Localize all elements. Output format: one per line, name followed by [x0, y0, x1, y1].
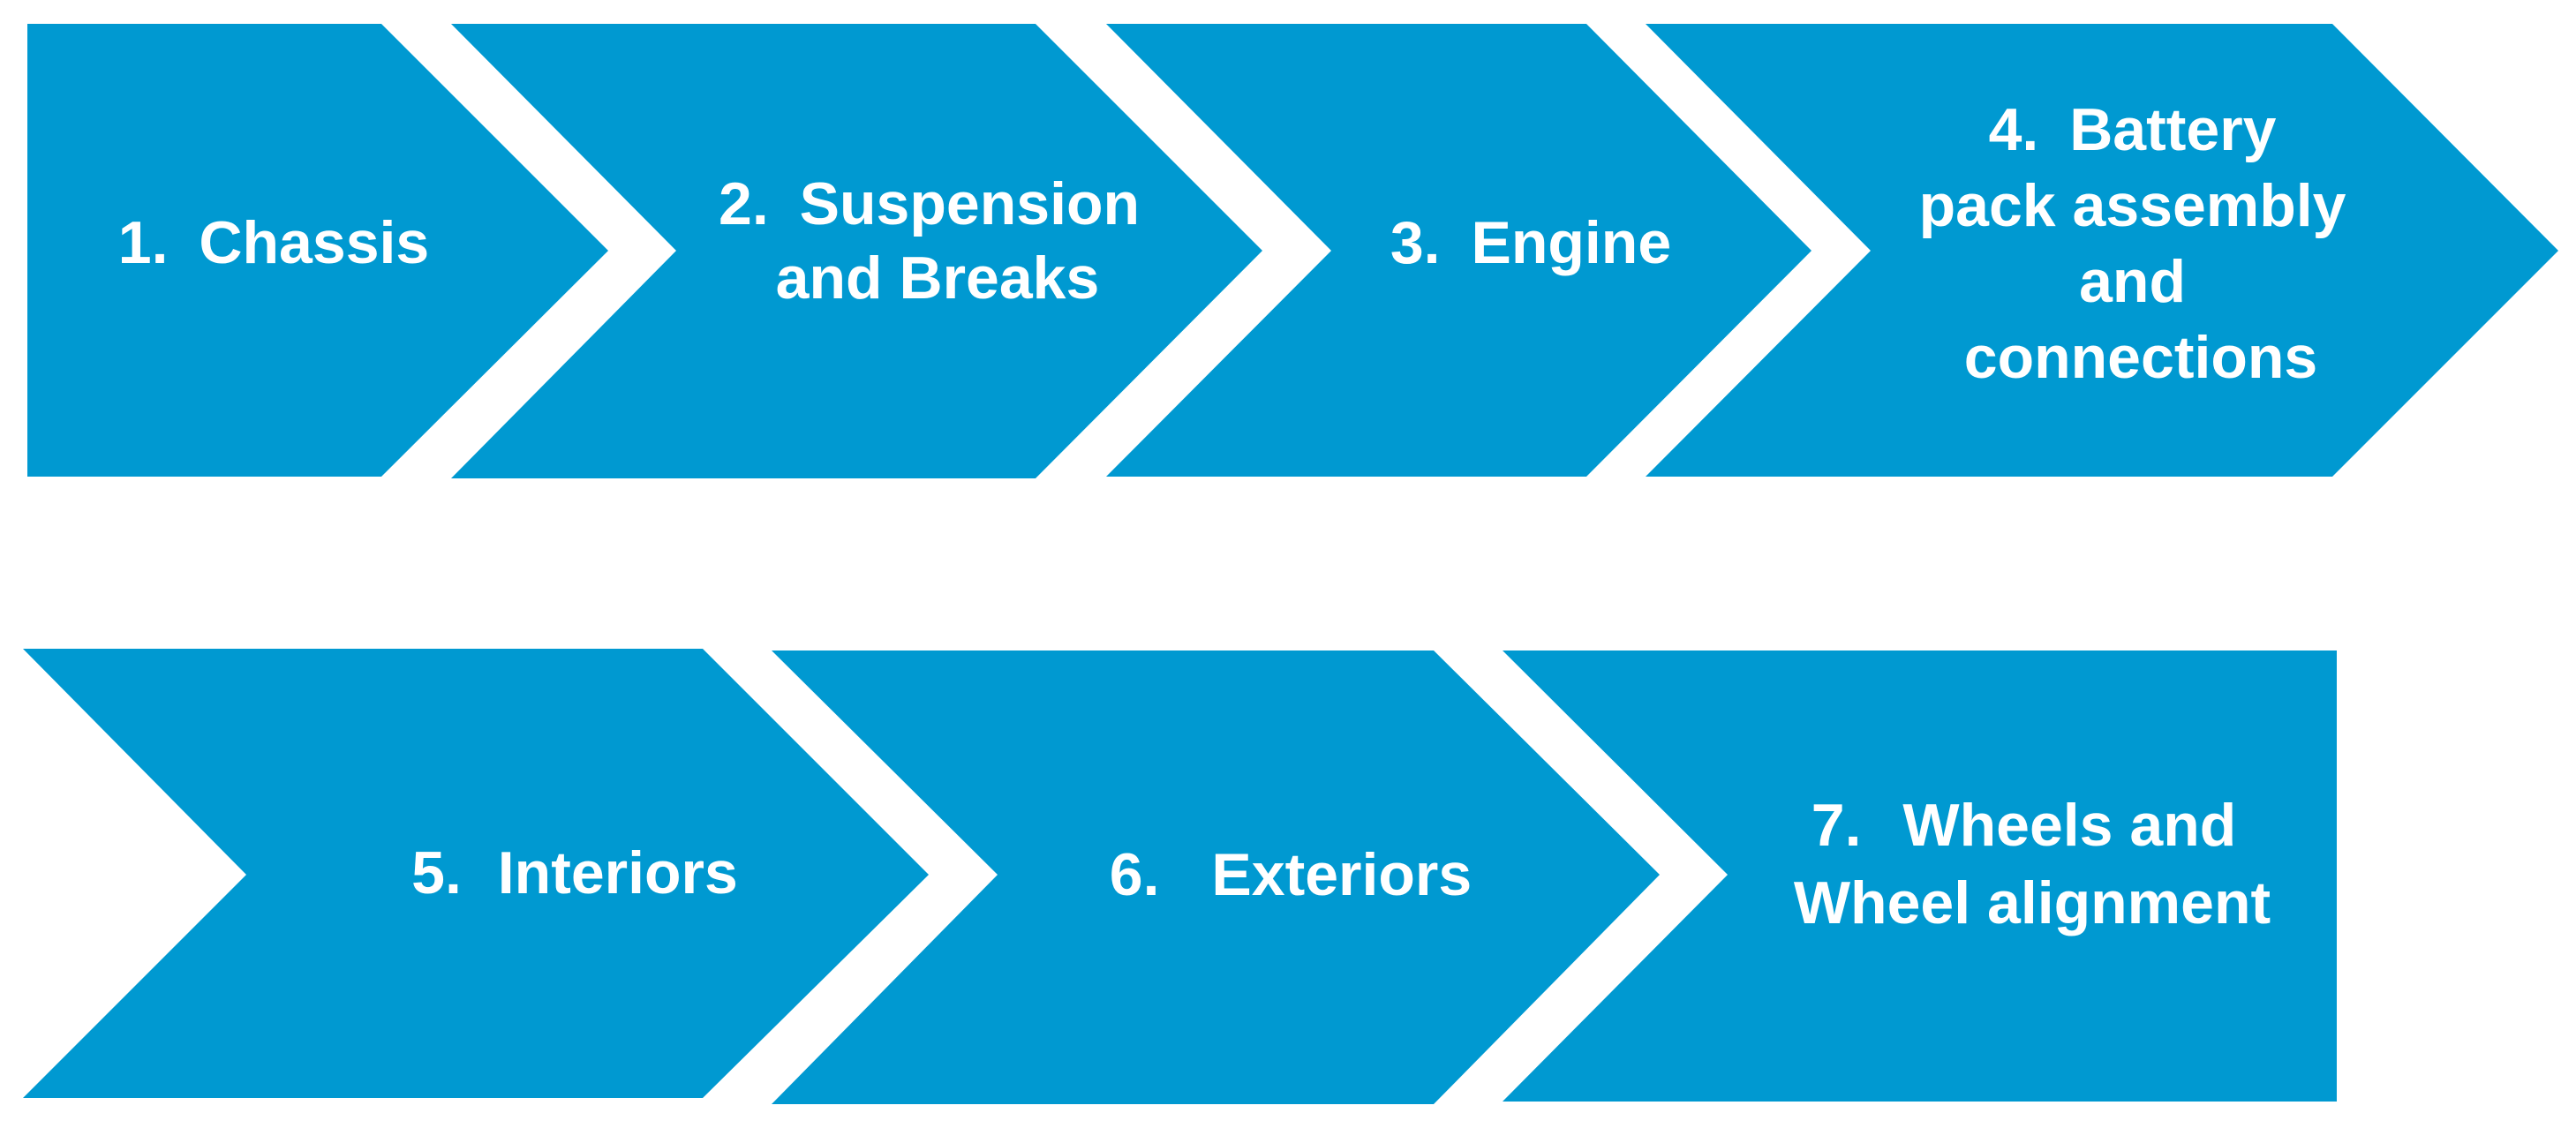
step-1-number: 1. — [118, 209, 169, 276]
step-4-text-line-1: Battery — [2069, 96, 2276, 163]
step-3-label: 3. Engine — [1390, 209, 1671, 276]
step-5-number: 5. — [411, 839, 462, 906]
step-6-arrow — [772, 650, 1660, 1104]
step-4-arrow — [1646, 24, 2558, 477]
step-2-label: 2. Suspension and Breaks — [719, 170, 1156, 312]
step-1-text: Chassis — [199, 209, 429, 276]
step-6-number: 6. — [1110, 841, 1160, 908]
step-4-text-line-2: pack assembly — [1919, 172, 2346, 239]
step-1: 1. Chassis — [27, 24, 608, 477]
step-2-text-line-2: and Breaks — [776, 244, 1100, 312]
step-7: 7. Wheels and Wheel alignment — [1503, 650, 2337, 1102]
step-4-label: 4. Battery pack assembly and connections — [1919, 96, 2363, 391]
step-5-arrow — [23, 649, 929, 1098]
step-3-number: 3. — [1390, 209, 1441, 276]
step-7-arrow — [1503, 650, 2337, 1102]
step-2: 2. Suspension and Breaks — [451, 24, 1262, 478]
step-2-arrow — [451, 24, 1262, 478]
step-7-text-line-2: Wheel alignment — [1794, 869, 2271, 936]
step-4-number: 4. — [1989, 96, 2039, 163]
step-5-label: 5. Interiors — [411, 839, 738, 906]
step-3-arrow — [1106, 24, 1811, 477]
step-5: 5. Interiors — [23, 649, 929, 1098]
step-6-label: 6. Exteriors — [1110, 841, 1472, 908]
step-5-text: Interiors — [498, 839, 738, 906]
step-2-text-line-1: Suspension — [800, 170, 1140, 237]
step-2-number: 2. — [719, 170, 769, 237]
step-4-text-line-3: and — [2079, 248, 2186, 315]
step-3: 3. Engine — [1106, 24, 1811, 477]
step-4-text-line-4: connections — [1964, 324, 2318, 391]
step-4: 4. Battery pack assembly and connections — [1646, 24, 2558, 477]
step-3-text: Engine — [1471, 209, 1671, 276]
step-6: 6. Exteriors — [772, 650, 1660, 1104]
step-7-text-line-1: Wheels and — [1902, 792, 2236, 859]
step-7-label: 7. Wheels and Wheel alignment — [1794, 792, 2271, 936]
step-1-label: 1. Chassis — [118, 209, 429, 276]
step-1-arrow — [27, 24, 608, 477]
step-7-number: 7. — [1811, 792, 1862, 859]
step-6-text: Exteriors — [1211, 841, 1472, 908]
